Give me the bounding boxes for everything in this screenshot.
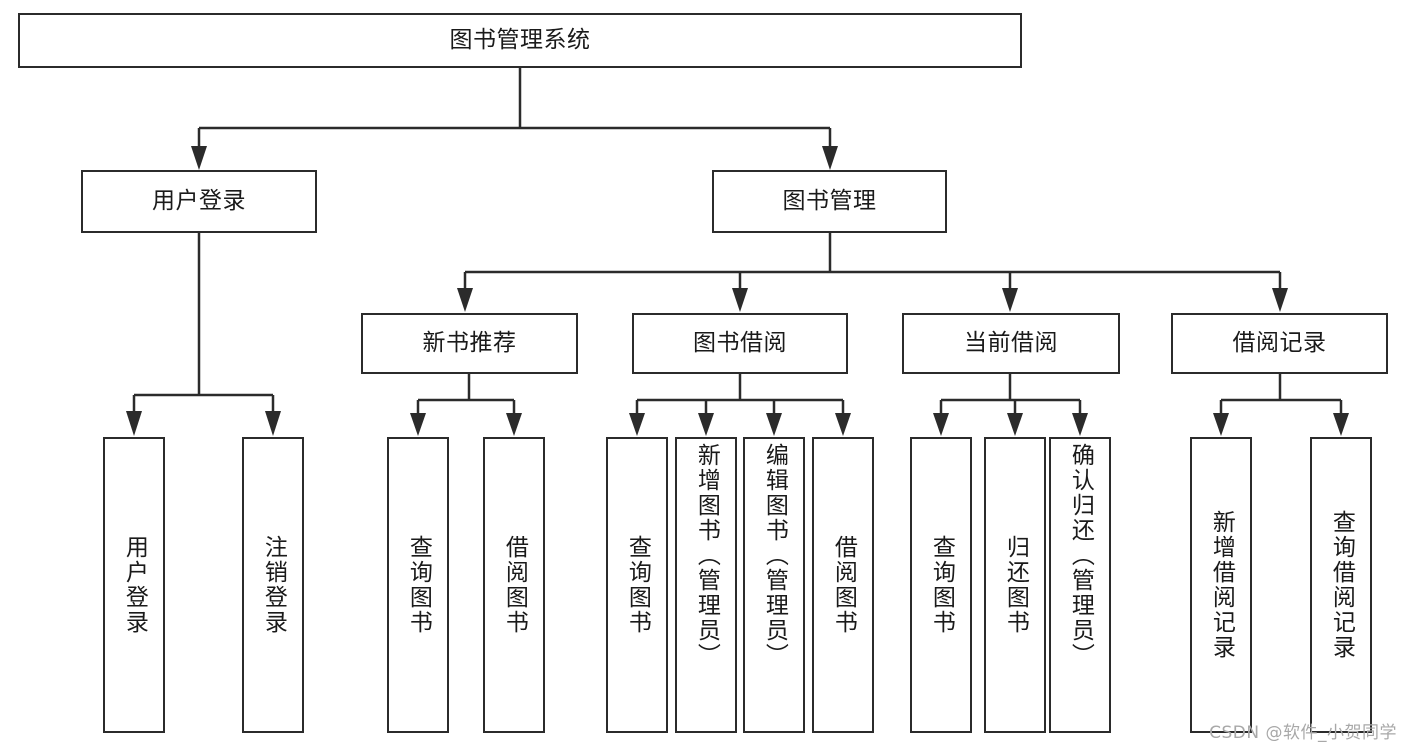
node-user-login-label: 用户登录 bbox=[152, 187, 246, 214]
connector-currentborrow-to-leaves bbox=[933, 374, 1088, 436]
node-leaf-add-book-admin-label: 新增图书（管理员） bbox=[693, 443, 720, 668]
node-leaf-edit-book-admin[interactable]: 编辑图书（管理员） bbox=[743, 437, 805, 733]
node-current-borrow[interactable]: 当前借阅 bbox=[902, 313, 1120, 374]
node-leaf-confirm-return-admin-label: 确认归还（管理员） bbox=[1067, 443, 1094, 668]
node-borrow-record[interactable]: 借阅记录 bbox=[1171, 313, 1388, 374]
node-leaf-user-login-wrap: 用户登录 bbox=[105, 439, 163, 731]
node-leaf-user-logout-label: 注销登录 bbox=[260, 535, 287, 635]
node-leaf-edit-book-admin-label: 编辑图书（管理员） bbox=[761, 443, 788, 668]
node-leaf-return-book-label: 归还图书 bbox=[1002, 535, 1029, 635]
node-book-borrow[interactable]: 图书借阅 bbox=[632, 313, 848, 374]
node-new-book-recommend-label: 新书推荐 bbox=[422, 329, 517, 356]
node-leaf-add-book-admin-wrap: 新增图书（管理员） bbox=[677, 439, 735, 731]
node-leaf-query-book-borrow-label: 查询图书 bbox=[624, 535, 651, 635]
node-leaf-add-borrow-record[interactable]: 新增借阅记录 bbox=[1190, 437, 1252, 733]
node-leaf-return-book-wrap: 归还图书 bbox=[986, 439, 1044, 731]
node-leaf-confirm-return-admin-wrap: 确认归还（管理员） bbox=[1051, 439, 1109, 731]
node-leaf-query-book-recommend-label: 查询图书 bbox=[405, 535, 432, 635]
connector-userlogin-to-leaves bbox=[126, 233, 281, 436]
node-book-management[interactable]: 图书管理 bbox=[712, 170, 947, 233]
node-leaf-user-login[interactable]: 用户登录 bbox=[103, 437, 165, 733]
node-leaf-query-book-borrow[interactable]: 查询图书 bbox=[606, 437, 668, 733]
node-root[interactable]: 图书管理系统 bbox=[18, 13, 1022, 68]
node-leaf-borrow-book[interactable]: 借阅图书 bbox=[812, 437, 874, 733]
node-leaf-return-book[interactable]: 归还图书 bbox=[984, 437, 1046, 733]
node-leaf-query-book-current-label: 查询图书 bbox=[928, 535, 955, 635]
node-leaf-query-book-borrow-wrap: 查询图书 bbox=[608, 439, 666, 731]
node-leaf-add-book-admin[interactable]: 新增图书（管理员） bbox=[675, 437, 737, 733]
node-book-management-label: 图书管理 bbox=[782, 187, 877, 214]
csdn-watermark: CSDN @软件_小贺同学 bbox=[1209, 723, 1397, 743]
node-leaf-query-borrow-record-label: 查询借阅记录 bbox=[1328, 510, 1355, 660]
node-leaf-confirm-return-admin[interactable]: 确认归还（管理员） bbox=[1049, 437, 1111, 733]
node-leaf-user-login-label: 用户登录 bbox=[121, 535, 148, 635]
node-leaf-borrow-book-label: 借阅图书 bbox=[830, 535, 857, 635]
node-new-book-recommend[interactable]: 新书推荐 bbox=[361, 313, 578, 374]
node-leaf-query-borrow-record[interactable]: 查询借阅记录 bbox=[1310, 437, 1372, 733]
node-leaf-user-logout[interactable]: 注销登录 bbox=[242, 437, 304, 733]
node-leaf-add-borrow-record-wrap: 新增借阅记录 bbox=[1192, 439, 1250, 731]
connector-newbook-to-leaves bbox=[410, 374, 522, 436]
node-borrow-record-label: 借阅记录 bbox=[1232, 329, 1327, 356]
node-leaf-edit-book-admin-wrap: 编辑图书（管理员） bbox=[745, 439, 803, 731]
node-leaf-borrow-book-recommend[interactable]: 借阅图书 bbox=[483, 437, 545, 733]
node-leaf-query-book-current[interactable]: 查询图书 bbox=[910, 437, 972, 733]
node-leaf-user-logout-wrap: 注销登录 bbox=[244, 439, 302, 731]
node-book-borrow-label: 图书借阅 bbox=[693, 329, 787, 356]
node-current-borrow-label: 当前借阅 bbox=[964, 329, 1058, 356]
node-leaf-add-borrow-record-label: 新增借阅记录 bbox=[1208, 510, 1235, 660]
node-leaf-query-book-current-wrap: 查询图书 bbox=[912, 439, 970, 731]
connector-bookmgmt-to-level3 bbox=[457, 233, 1288, 312]
connector-borrowrecord-to-leaves bbox=[1213, 374, 1349, 436]
connector-root-to-level2 bbox=[191, 68, 838, 170]
node-user-login[interactable]: 用户登录 bbox=[81, 170, 317, 233]
node-leaf-borrow-book-wrap: 借阅图书 bbox=[814, 439, 872, 731]
node-leaf-query-book-recommend-wrap: 查询图书 bbox=[389, 439, 447, 731]
node-leaf-borrow-book-recommend-label: 借阅图书 bbox=[501, 535, 528, 635]
node-leaf-query-book-recommend[interactable]: 查询图书 bbox=[387, 437, 449, 733]
node-root-label: 图书管理系统 bbox=[449, 26, 591, 53]
connector-bookborrow-to-leaves bbox=[629, 374, 851, 436]
node-leaf-query-borrow-record-wrap: 查询借阅记录 bbox=[1312, 439, 1370, 731]
node-leaf-borrow-book-recommend-wrap: 借阅图书 bbox=[485, 439, 543, 731]
